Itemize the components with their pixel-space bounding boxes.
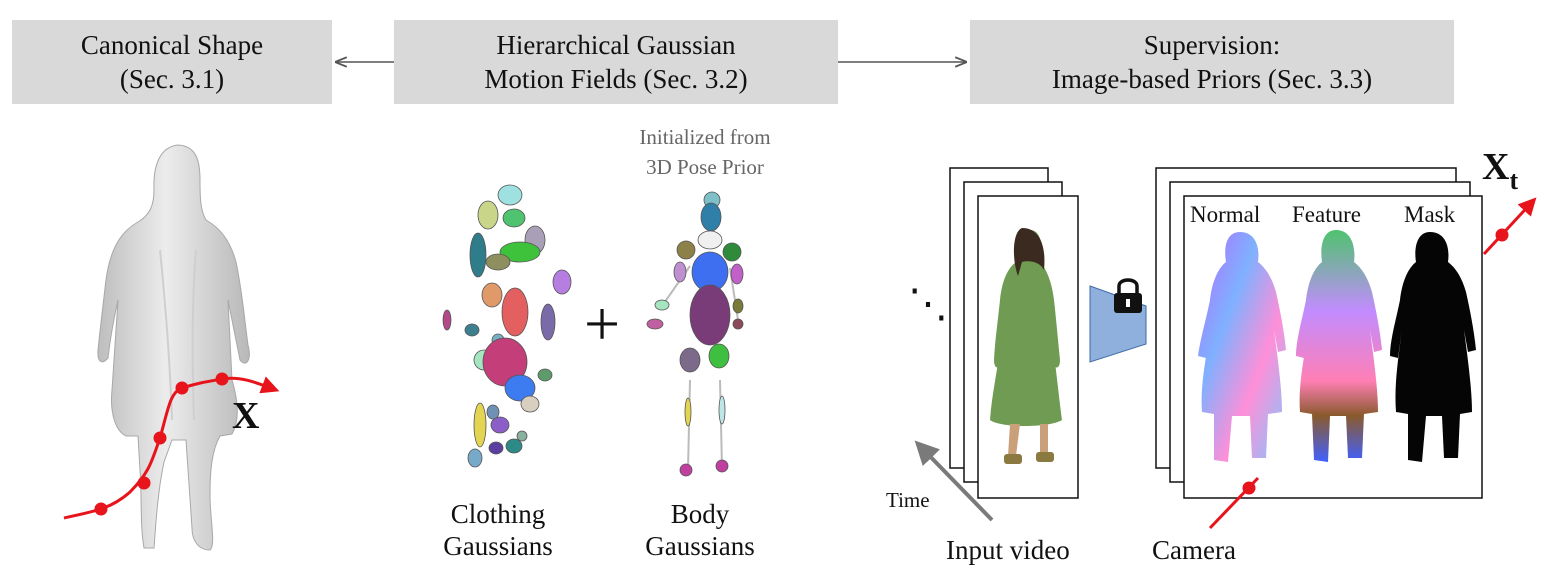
input-video-person <box>990 228 1062 464</box>
lock-icon <box>1114 278 1142 313</box>
plus-sign: + <box>584 288 621 359</box>
canonical-point-label: X <box>232 395 260 437</box>
canonical-shape-title: Canonical Shape <box>80 30 264 60</box>
time-label: Time <box>886 488 930 512</box>
pose-prior-line1: Initialized from <box>639 125 771 149</box>
pose-prior-note: Initialized from 3D Pose Prior <box>600 122 810 182</box>
clothing-gaussians-label: Clothing Gaussians <box>428 498 568 562</box>
deformed-trajectory <box>1482 197 1537 256</box>
more-frames-ellipsis: ⋱ <box>908 281 948 326</box>
body-line2: Gaussians <box>645 531 755 561</box>
camera-ray <box>1208 476 1260 530</box>
canonical-trajectory <box>63 372 280 520</box>
normal-map-render <box>1198 232 1286 462</box>
canonical-shape-box: Canonical Shape (Sec. 3.1) <box>12 20 332 104</box>
body-gaussians-skeleton <box>646 191 744 477</box>
mask-render <box>1390 232 1476 462</box>
motion-fields-box: Hierarchical Gaussian Motion Fields (Sec… <box>394 20 838 104</box>
clothing-line1: Clothing <box>450 499 546 529</box>
feature-map-render <box>1296 230 1382 462</box>
clothing-gaussians-cluster <box>442 184 572 468</box>
time-arrow <box>914 440 994 522</box>
canonical-body-mesh <box>97 144 250 551</box>
motion-fields-title: Hierarchical Gaussian <box>496 30 736 60</box>
clothing-line2: Gaussians <box>443 531 553 561</box>
pose-prior-line2: 3D Pose Prior <box>646 155 764 179</box>
motion-fields-section: Motion Fields (Sec. 3.2) <box>484 64 748 94</box>
camera-label: Camera <box>1152 535 1236 565</box>
input-video-label: Input video <box>946 535 1070 565</box>
body-gaussians-label: Body Gaussians <box>630 498 770 562</box>
supervision-section: Image-based Priors (Sec. 3.3) <box>1051 64 1373 94</box>
deformed-point-subscript: t <box>1509 166 1519 195</box>
deformed-point-base: X <box>1482 146 1510 188</box>
supervision-box: Supervision: Image-based Priors (Sec. 3.… <box>970 20 1454 104</box>
normal-label: Normal <box>1190 202 1261 227</box>
supervision-title: Supervision: <box>1143 30 1281 60</box>
feature-label: Feature <box>1292 202 1361 227</box>
deformed-point-label: Xt <box>1482 146 1518 202</box>
canonical-shape-section: (Sec. 3.1) <box>119 64 225 94</box>
body-line1: Body <box>670 499 730 529</box>
mask-label: Mask <box>1404 202 1456 227</box>
